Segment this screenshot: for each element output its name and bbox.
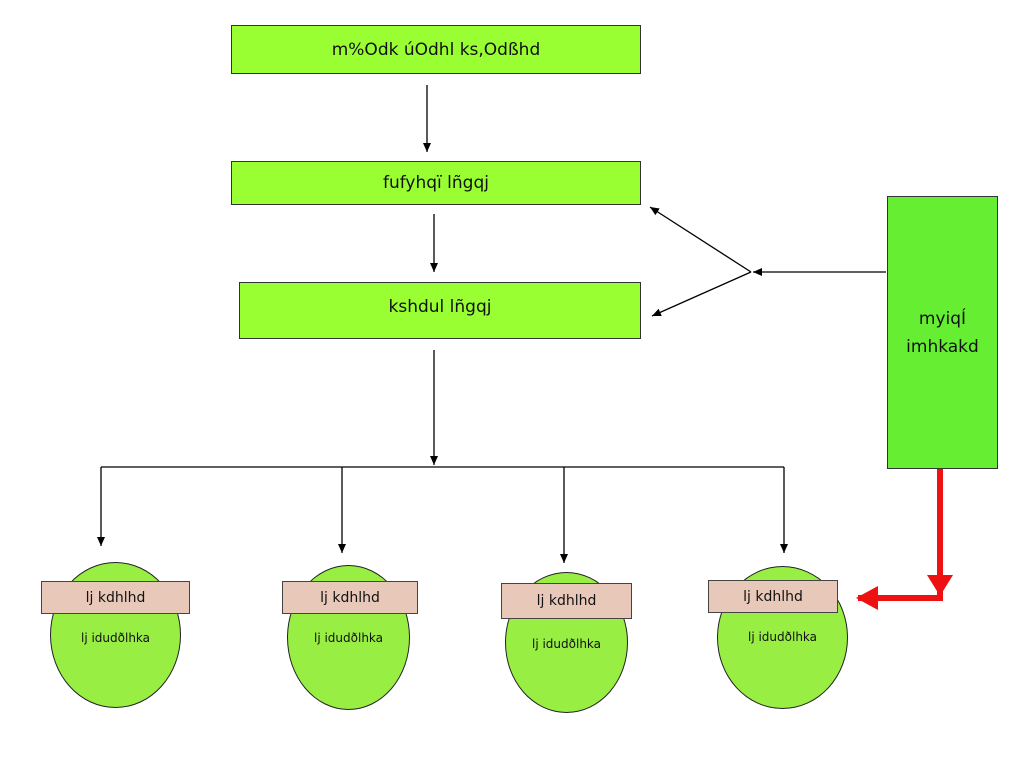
unit-3-tag-label: lj kdhlhd bbox=[536, 593, 597, 609]
unit-1-tag-label: lj kdhlhd bbox=[85, 589, 146, 606]
arrow-junction-to-middle bbox=[649, 206, 752, 273]
working-committee-label: kshdul lñgqj bbox=[388, 296, 492, 317]
unit-1-tag: lj kdhlhd bbox=[41, 581, 190, 614]
side-adviser-box: myiqÍ imhkakd bbox=[887, 196, 998, 469]
unit-4-tag-label: lj kdhlhd bbox=[743, 588, 803, 605]
red-arrow-bend-head bbox=[927, 575, 953, 596]
side-label-line-1: myiqÍ bbox=[918, 308, 967, 329]
unit-4-tag: lj kdhlhd bbox=[708, 580, 838, 613]
middle-committee-label: fufyhqï lñgqj bbox=[382, 173, 489, 193]
unit-3-caption: lj idudðlhka bbox=[531, 637, 602, 651]
arrow-junction-to-lower bbox=[651, 271, 752, 317]
red-highlight-arrow bbox=[856, 469, 943, 610]
unit-2-tag: lj kdhlhd bbox=[282, 581, 418, 614]
side-label-line-2: imhkakd bbox=[906, 336, 979, 357]
unit-2-tag-label: lj kdhlhd bbox=[320, 589, 380, 606]
unit-1-caption: lj idudðlhka bbox=[80, 631, 151, 645]
top-level-label: m%Odk úOdhl ks,Odßhd bbox=[331, 39, 541, 60]
unit-2-caption: lj idudðlhka bbox=[313, 631, 384, 645]
working-committee-box: kshdul lñgqj bbox=[239, 282, 641, 339]
top-level-box: m%Odk úOdhl ks,Odßhd bbox=[231, 25, 641, 74]
middle-committee-box: fufyhqï lñgqj bbox=[231, 161, 641, 205]
unit-4-caption: lj idudðlhka bbox=[747, 630, 818, 644]
unit-3-tag: lj kdhlhd bbox=[501, 583, 632, 619]
